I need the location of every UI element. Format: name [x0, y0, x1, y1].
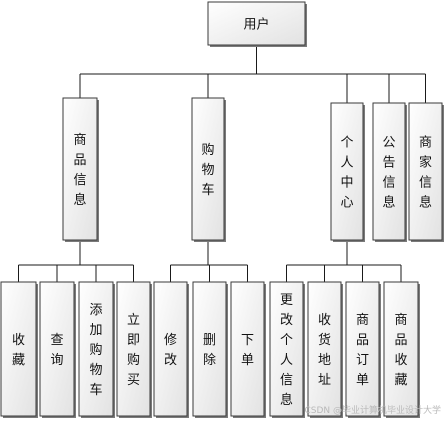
- node-place-order-label: 下单: [241, 333, 254, 368]
- node-merchant-info-label: 商家信息: [419, 136, 432, 211]
- node-modify-label: 修改: [164, 333, 177, 368]
- node-product-info-frame: [62, 97, 98, 241]
- node-product-favorites-label: 商品收藏: [394, 313, 407, 388]
- node-shipping-address-frame: [307, 281, 342, 417]
- node-product-favorites: 商品收藏: [383, 281, 420, 418]
- node-place-order-frame: [230, 281, 265, 417]
- node-favorite-label: 收藏: [12, 333, 25, 368]
- node-merchant-info: 商家信息: [408, 102, 444, 242]
- node-personal-center: 个人中心: [330, 102, 365, 242]
- node-add-to-cart: 添加购物车: [78, 281, 115, 418]
- csdn-watermark: CSDN @毕业计算机毕业设计大学: [304, 404, 441, 416]
- node-buy-now-label: 立即购买: [127, 313, 140, 388]
- node-query: 查询: [39, 281, 76, 418]
- node-delete: 删除: [192, 281, 228, 418]
- node-product-orders: 商品订单: [345, 281, 381, 418]
- node-place-order: 下单: [230, 281, 266, 418]
- connector-lines: [18, 45, 426, 282]
- root-node-user-label: 用户: [243, 17, 269, 33]
- node-product-info-label: 商品信息: [73, 133, 86, 208]
- node-cart-label: 购物车: [201, 142, 214, 198]
- node-edit-personal-info: 更改个人信息: [269, 281, 305, 418]
- node-cart: 购物车: [191, 97, 226, 242]
- node-product-favorites-frame: [383, 281, 419, 417]
- node-announcement-info-frame: [372, 102, 406, 241]
- node-cart-frame: [191, 97, 225, 241]
- node-favorite: 收藏: [0, 281, 38, 418]
- node-product-orders-frame: [345, 281, 380, 417]
- node-edit-personal-info-label: 更改个人信息: [280, 293, 293, 408]
- node-favorite-frame: [0, 281, 37, 417]
- node-personal-center-frame: [330, 102, 364, 241]
- node-shipping-address: 收货地址: [307, 281, 343, 418]
- node-modify-frame: [153, 281, 188, 417]
- root-node-user: 用户: [207, 1, 307, 47]
- node-add-to-cart-frame: [78, 281, 114, 417]
- node-modify: 修改: [153, 281, 189, 418]
- node-merchant-info-frame: [408, 102, 443, 241]
- node-query-frame: [39, 281, 75, 417]
- node-add-to-cart-label: 添加购物车: [89, 303, 102, 398]
- node-announcement-info-label: 公告信息: [382, 136, 395, 211]
- node-delete-frame: [192, 281, 227, 417]
- node-query-label: 查询: [50, 333, 63, 368]
- root-node-user-frame: [207, 1, 306, 46]
- node-buy-now: 立即购买: [116, 281, 152, 418]
- node-product-orders-label: 商品订单: [356, 313, 369, 388]
- node-personal-center-label: 个人中心: [340, 136, 353, 211]
- node-shipping-address-label: 收货地址: [318, 313, 331, 388]
- node-edit-personal-info-frame: [269, 281, 304, 417]
- node-announcement-info: 公告信息: [372, 102, 407, 242]
- node-buy-now-frame: [116, 281, 151, 417]
- node-delete-label: 删除: [203, 333, 216, 368]
- node-product-info: 商品信息: [62, 97, 99, 242]
